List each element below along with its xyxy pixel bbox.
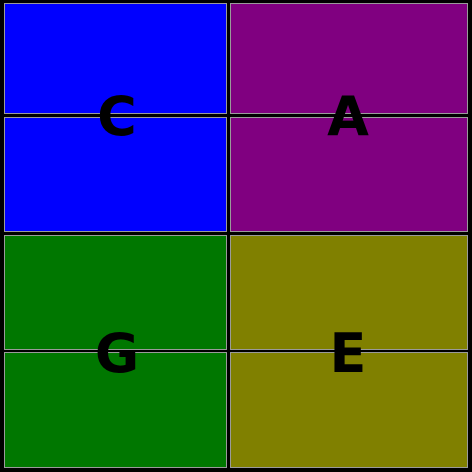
quadrant-a-top-tile[interactable]: [230, 3, 468, 114]
quadrant-e-top-tile[interactable]: [230, 235, 468, 350]
quadrant-c-bottom-tile[interactable]: [4, 117, 227, 232]
quadrant-g-top-tile[interactable]: [4, 235, 227, 350]
quadrant-e-bottom-tile[interactable]: [230, 352, 468, 468]
quadrant-c-top-tile[interactable]: [4, 3, 227, 114]
quadrant-a-bottom-tile[interactable]: [230, 117, 468, 232]
quadrant-g-bottom-tile[interactable]: [4, 352, 227, 468]
